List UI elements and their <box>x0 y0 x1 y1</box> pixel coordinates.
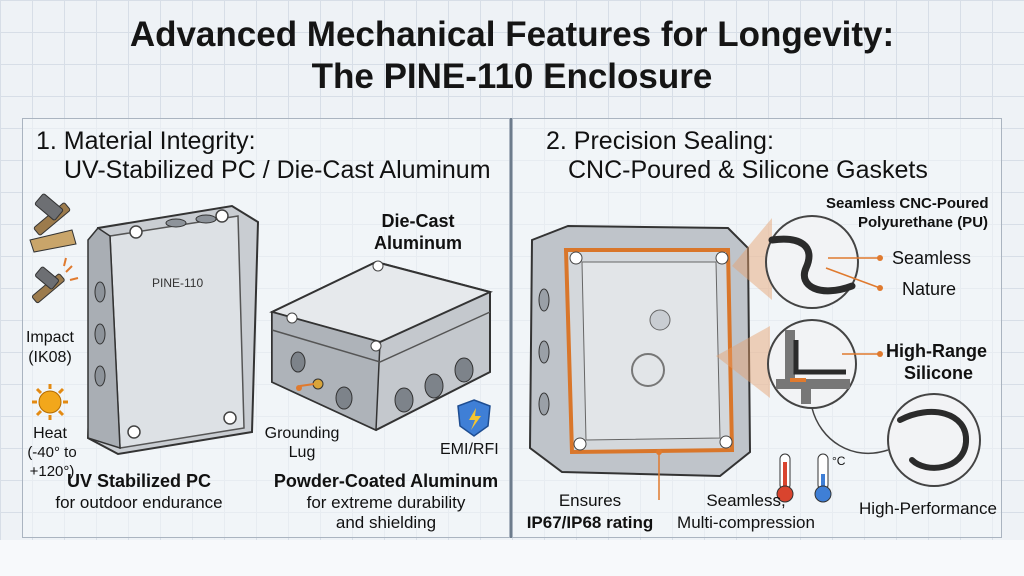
hot-thermometer-icon <box>776 453 794 503</box>
ensures-label: Ensures <box>558 491 622 510</box>
silicone-gasket-detail <box>716 319 883 409</box>
heat-range: (-40° to +120°) <box>27 444 77 480</box>
die-cast-label-1: Die-Cast <box>381 211 455 231</box>
silicone-label-1: High-Range <box>886 341 987 361</box>
seamless-compression-label-2: Multi-compression <box>677 513 815 532</box>
high-performance-label: High-Performance <box>859 499 997 518</box>
section-2-heading-line-1: 2. Precision Sealing: <box>546 127 774 155</box>
bottom-strip <box>0 540 1024 576</box>
die-cast-label-2: Aluminum <box>374 233 462 253</box>
pc-caption-text: for outdoor endurance <box>55 493 223 512</box>
page-title: Advanced Mechanical Features for Longevi… <box>0 14 1024 98</box>
impact-label: Impact <box>25 329 74 346</box>
aluminum-caption-line-1: for extreme durability <box>306 493 466 512</box>
impact-hammer-icon <box>31 257 79 304</box>
seamless-compression-label-1: Seamless, <box>706 491 786 510</box>
title-line-2: The PINE-110 Enclosure <box>311 57 713 96</box>
ip-rating-label: IP67/IP68 rating <box>526 513 654 532</box>
grounding-lug-label-1: Grounding <box>264 425 340 442</box>
pu-gasket-detail <box>732 215 883 309</box>
impact-rating: (IK08) <box>28 349 72 366</box>
grounding-lug-icon <box>312 378 324 390</box>
high-performance-gasket-detail <box>811 393 981 487</box>
aluminum-caption-line-2: and shielding <box>335 513 437 532</box>
nature-label: Nature <box>902 279 957 299</box>
celsius-unit: °C <box>832 454 846 468</box>
pu-label-2: Polyurethane (PU) <box>858 214 989 231</box>
aluminum-enclosure-illustration <box>269 260 493 432</box>
emi-rfi-label: EMI/RFI <box>440 441 499 458</box>
open-enclosure-illustration <box>528 224 752 500</box>
pc-enclosure-illustration <box>86 204 260 456</box>
silicone-label-2: Silicone <box>904 363 974 383</box>
pc-box-label: PINE-110 <box>152 276 203 290</box>
section-2-heading-line-2: CNC-Poured & Silicone Gaskets <box>568 156 928 184</box>
title-line-1: Advanced Mechanical Features for Longevi… <box>129 15 895 54</box>
hammer-icon <box>29 193 77 253</box>
heat-label: Heat <box>33 425 67 442</box>
cold-thermometer-icon <box>814 453 832 503</box>
seamless-label: Seamless <box>892 248 972 268</box>
section-1-heading-line-2: UV-Stabilized PC / Die-Cast Aluminum <box>64 156 491 184</box>
panel-divider <box>510 118 512 538</box>
sun-icon <box>32 384 68 420</box>
pc-caption-title: UV Stabilized PC <box>66 471 212 491</box>
aluminum-caption-title: Powder-Coated Aluminum <box>273 471 499 491</box>
grounding-lug-label-2: Lug <box>288 444 316 461</box>
shield-icon <box>457 399 491 437</box>
section-1-heading-line-1: 1. Material Integrity: <box>36 127 256 155</box>
pu-label-1: Seamless CNC-Poured <box>826 195 989 212</box>
